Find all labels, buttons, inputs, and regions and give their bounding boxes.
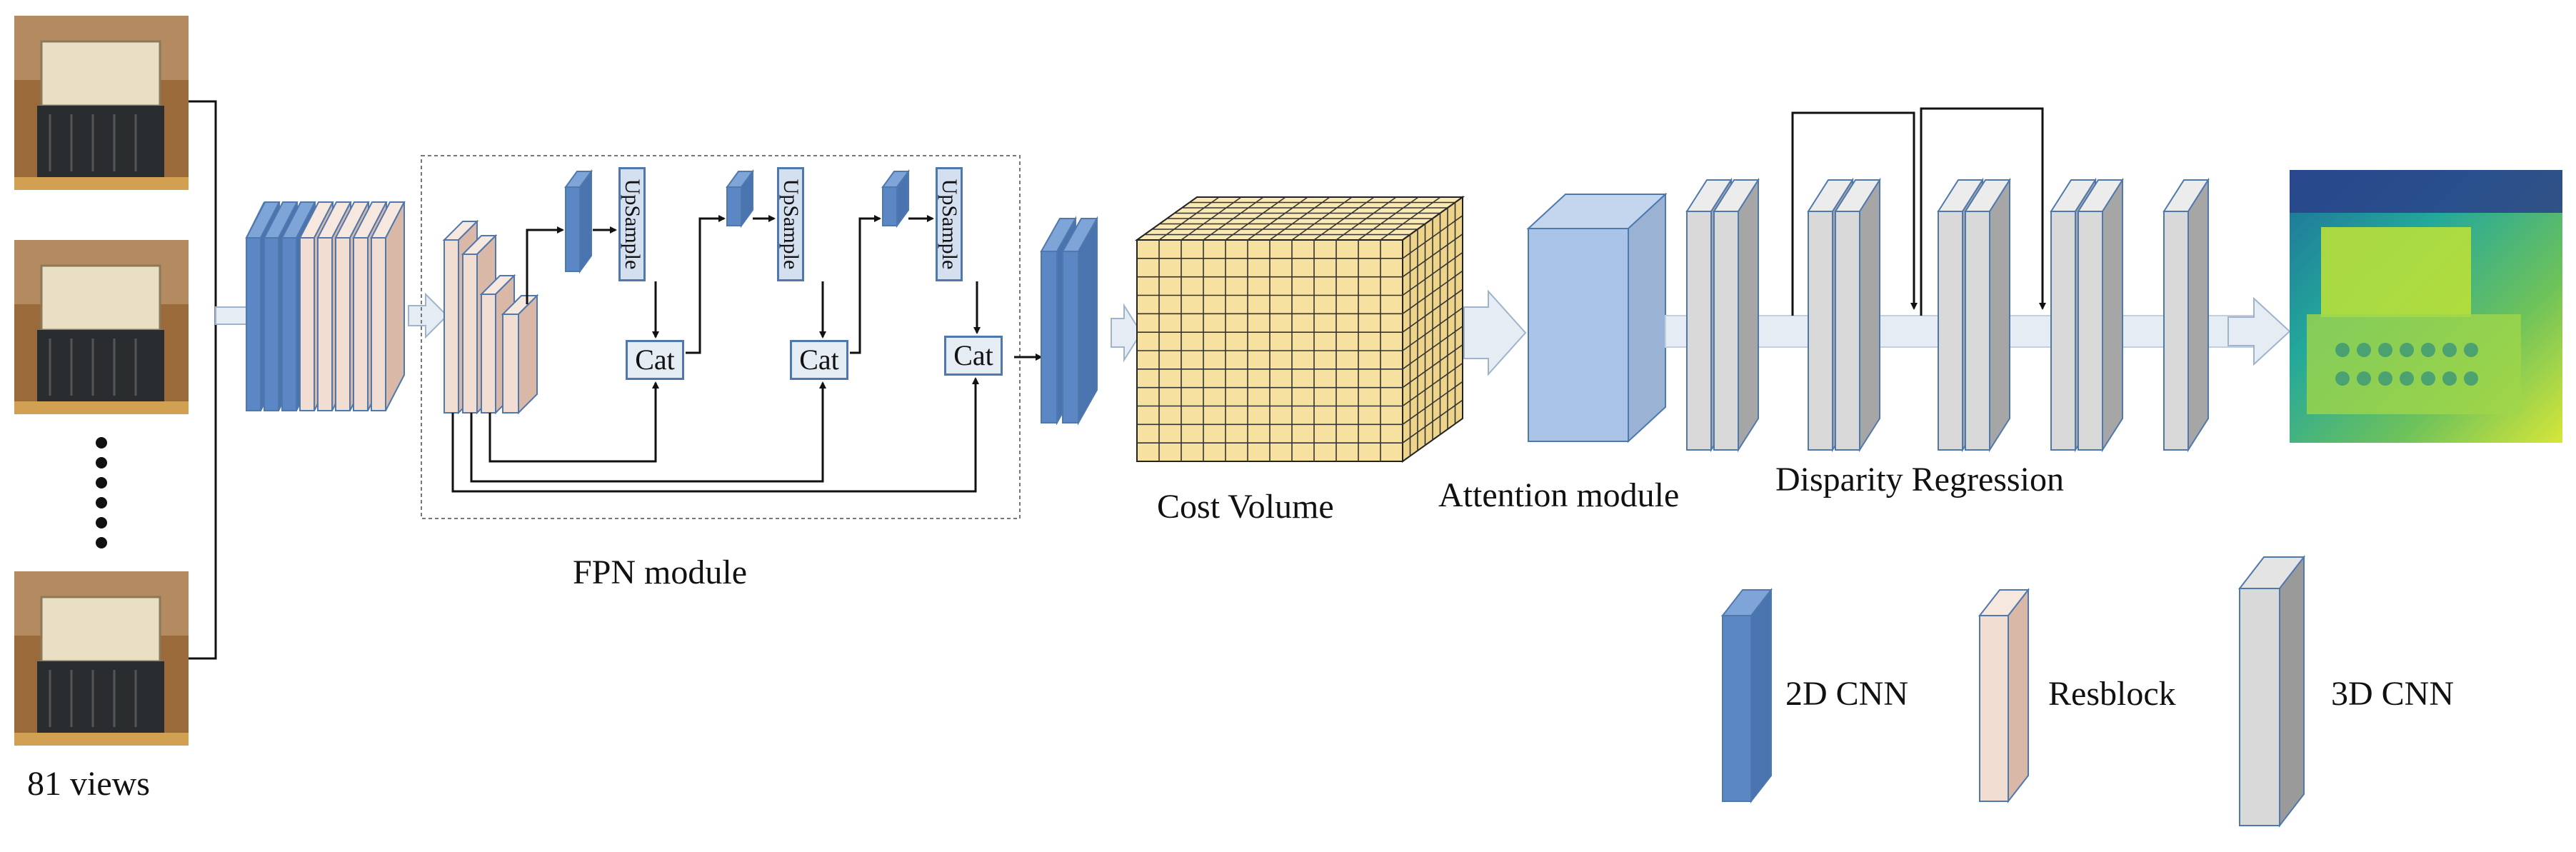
fpn-arrow-to-2dcnn-1 — [526, 226, 564, 304]
disparity-3dcnn-4 — [1834, 177, 1881, 453]
attention-module-block — [1526, 192, 1668, 443]
fpn-resblock-4 — [501, 294, 539, 415]
upsample-label-3: UpSample — [938, 179, 961, 270]
output-depth-map — [2290, 170, 2562, 443]
fpn-arrow-cat1-to-2dcnn-2 — [686, 215, 726, 354]
arrow-cost-to-attention — [1463, 289, 1527, 376]
arrow-views-to-encoder — [215, 306, 249, 325]
fpn-2dcnn-1 — [564, 169, 593, 274]
fpn-output-2dcnn — [1040, 216, 1098, 426]
legend-resblock-icon — [1978, 588, 2030, 803]
views-bracket — [189, 100, 217, 660]
disparity-3dcnn-2 — [1713, 177, 1760, 453]
input-view-3 — [14, 571, 189, 746]
fpn-arrow-cat2-to-2dcnn-3 — [850, 215, 881, 354]
views-label: 81 views — [27, 765, 150, 803]
fpn-2dcnn-2 — [726, 169, 754, 229]
input-view-2 — [14, 240, 189, 414]
fpn-internals — [442, 169, 981, 493]
encoder-resblock-8 — [370, 201, 406, 411]
cat-block-3: Cat — [944, 336, 1003, 376]
disparity-3dcnn-blocks — [1685, 177, 2210, 453]
upsample-block-1: UpSample — [618, 167, 646, 281]
legend-2dcnn-label: 2D CNN — [1785, 675, 1909, 713]
upsample-label-1: UpSample — [621, 179, 644, 270]
legend-3dcnn-icon — [2237, 555, 2306, 828]
legend-2dcnn-icon — [1720, 588, 1773, 803]
encoder-layers — [245, 201, 406, 411]
disparity-3dcnn-9 — [2162, 177, 2210, 453]
skip-connections — [1791, 107, 2046, 316]
cost-volume-label: Cost Volume — [1157, 488, 1334, 526]
fpn-module-box — [421, 155, 1021, 519]
upsample-label-2: UpSample — [779, 179, 803, 270]
upsample-block-2: UpSample — [777, 167, 804, 281]
fpn-skip-to-cat2 — [470, 381, 826, 483]
disparity-3dcnn-8 — [2077, 177, 2124, 453]
arrow-to-cost-volume — [1111, 303, 1143, 363]
fpn-skip-to-cat1 — [488, 381, 659, 463]
attention-module-label: Attention module — [1438, 476, 1680, 514]
fpn-2dcnn-3 — [881, 169, 910, 229]
input-view-1 — [14, 16, 189, 190]
arrow-encoder-to-fpn — [408, 292, 448, 339]
ellipsis-dots — [96, 437, 107, 548]
cat-block-1: Cat — [626, 340, 684, 380]
fpn-output-2dcnn-2 — [1061, 216, 1098, 426]
cat-block-2: Cat — [790, 340, 848, 380]
disparity-regression-label: Disparity Regression — [1775, 461, 2064, 498]
fpn-skip-to-cat3 — [451, 377, 979, 493]
cost-volume-grid — [1137, 196, 1463, 461]
upsample-block-3: UpSample — [936, 167, 963, 281]
legend-3dcnn-label: 3D CNN — [2331, 675, 2455, 713]
legend-resblock-label: Resblock — [2048, 675, 2176, 713]
fpn-module-label: FPN module — [573, 553, 748, 591]
arrow-to-depth-map — [2227, 296, 2291, 366]
disparity-3dcnn-6 — [1964, 177, 2011, 453]
cost-volume-cube — [1134, 196, 1465, 463]
